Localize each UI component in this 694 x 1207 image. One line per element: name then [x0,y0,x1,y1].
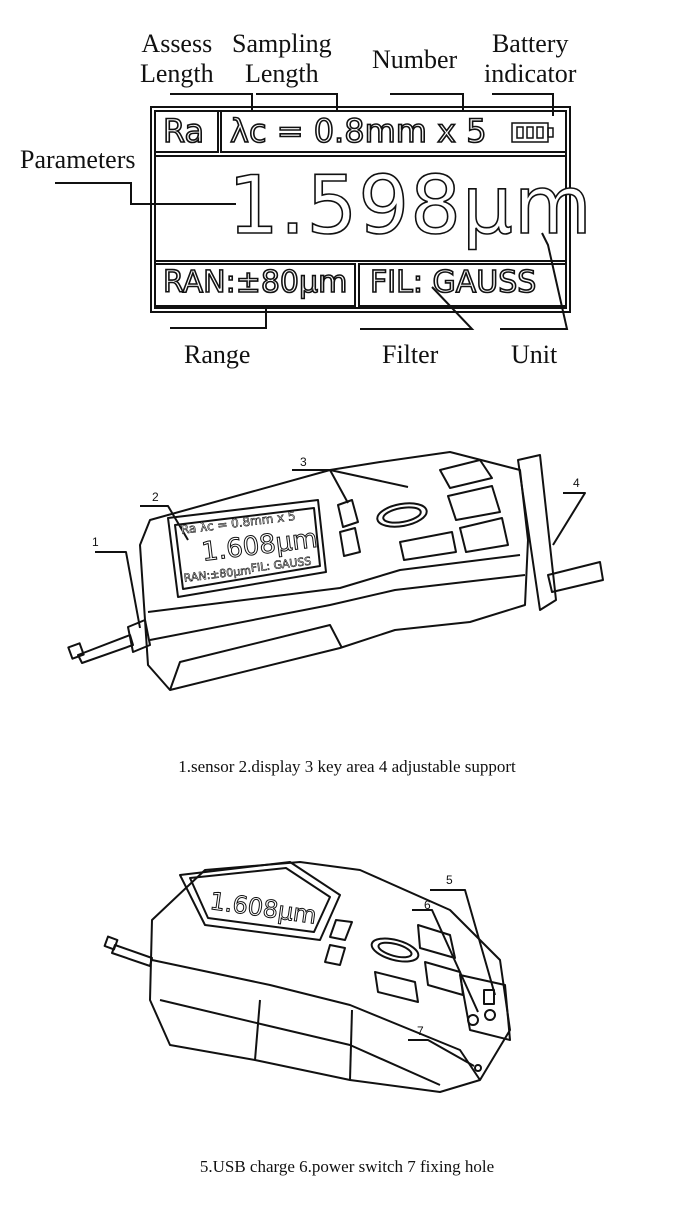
callout-6: 6 [424,898,431,912]
label-sampling-length: Sampling Length [232,29,332,88]
label-range: Range [184,340,251,369]
callout-4: 4 [573,476,580,490]
caption-rear: 5.USB charge 6.power switch 7 fixing hol… [199,1157,495,1176]
device-front-drawing [67,451,604,691]
label-battery-indicator: Battery indicator [484,29,577,88]
callout-2: 2 [152,490,159,504]
callout-7: 7 [417,1024,424,1038]
lcd-range: RAN:±80μm [162,264,348,301]
caption-front: 1.sensor 2.display 3 key area 4 adjustab… [178,757,516,776]
lcd-value: 1.598μm [227,159,593,253]
lcd-cutoff: λc = 0.8mm x 5 [229,111,487,151]
label-number: Number [372,45,458,74]
label-filter: Filter [382,340,439,369]
lcd-frame [55,93,571,330]
callout-5: 5 [446,873,453,887]
label-assess-length: Assess Length [140,29,214,88]
label-parameters: Parameters [20,145,136,174]
lcd-filter: FIL: GAUSS [369,264,537,301]
label-unit: Unit [511,340,558,369]
callout-1: 1 [92,535,99,549]
callout-3: 3 [300,455,307,469]
battery-icon [511,122,554,143]
lcd-parameter: Ra [162,111,205,151]
